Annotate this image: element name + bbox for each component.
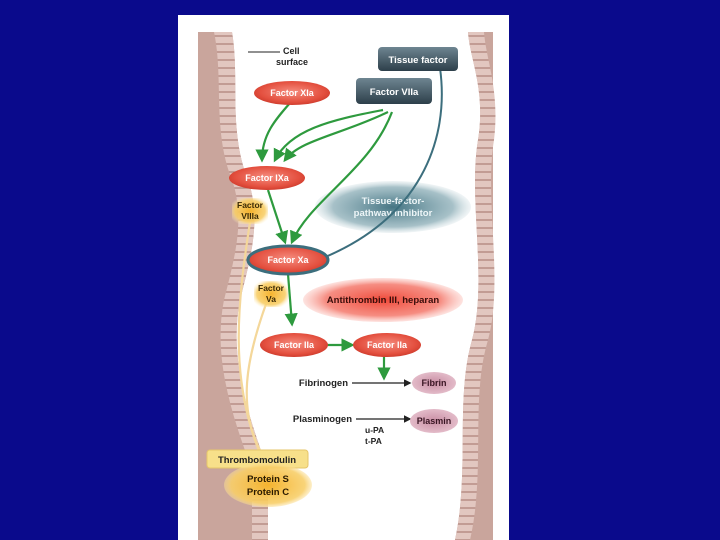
right-membrane (455, 32, 496, 540)
plasmin-label: Plasmin (417, 416, 452, 426)
tissue-factor-label: Tissue factor (389, 55, 448, 66)
cell-surface-line1: Cell (283, 46, 300, 56)
cell-surface-label-2: surface (276, 57, 308, 67)
activation-arrows (255, 102, 394, 381)
upa-label: u-PA (365, 425, 384, 435)
plasmin-node (410, 409, 458, 433)
arrow-xa-to-iia (284, 273, 298, 327)
fibrin-node (412, 372, 456, 394)
factor-va-label-2: Va (266, 294, 276, 304)
tissue-factor-curve (317, 67, 443, 261)
factor-viia-node (356, 78, 432, 104)
factor-iia-left-node (260, 333, 328, 357)
factor-viiia-label-2: VIIIa (241, 211, 259, 221)
factor-viia-label: Factor VIIa (370, 87, 419, 98)
arrow-viia-to-ixa-1 (273, 108, 384, 163)
cell-surface-label: Cell (283, 46, 300, 56)
protein-sc-node (224, 463, 312, 507)
factor-viiia-node (232, 198, 268, 224)
antithrombin-cloud (303, 278, 463, 322)
fibrinogen-label: Fibrinogen (299, 378, 348, 389)
factor-ixa-node (229, 166, 305, 190)
factor-iia-right-label: Factor IIa (367, 340, 408, 350)
va-to-thrombomodulin-line (245, 303, 268, 459)
arrow-ixa-to-xa (266, 189, 288, 245)
factor-xa-label: Factor Xa (267, 255, 309, 265)
tfpi-cloud (315, 181, 471, 233)
factor-xia-label: Factor XIa (270, 88, 315, 98)
tfpi-label-1: Tissue-factor- (362, 196, 425, 207)
protein-s-label: Protein S (247, 474, 289, 485)
cell-surface-line2: surface (276, 57, 308, 67)
thrombomodulin-label: Thrombomodulin (218, 455, 296, 466)
arrow-viia-to-xa (290, 111, 394, 245)
factor-iia-left-label: Factor IIa (274, 340, 315, 350)
factor-ixa-label: Factor IXa (245, 173, 290, 183)
factor-xia-node (254, 81, 330, 105)
factor-viiia-label-1: Factor (237, 200, 264, 210)
arrow-xia-to-ixa (255, 102, 291, 163)
fibrin-label: Fibrin (422, 378, 447, 388)
factor-xa-node (246, 244, 330, 276)
plasminogen-label: Plasminogen (293, 414, 352, 425)
factor-iia-right-node (353, 333, 421, 357)
factor-va-label-1: Factor (258, 283, 285, 293)
tissue-factor-node (378, 47, 458, 71)
arrow-viia-to-ixa-2 (283, 111, 389, 163)
factor-va-node (254, 281, 288, 307)
antithrombin-label: Antithrombin III, heparan (327, 295, 440, 306)
tpa-label: t-PA (365, 436, 382, 446)
protein-c-label: Protein C (247, 487, 289, 498)
